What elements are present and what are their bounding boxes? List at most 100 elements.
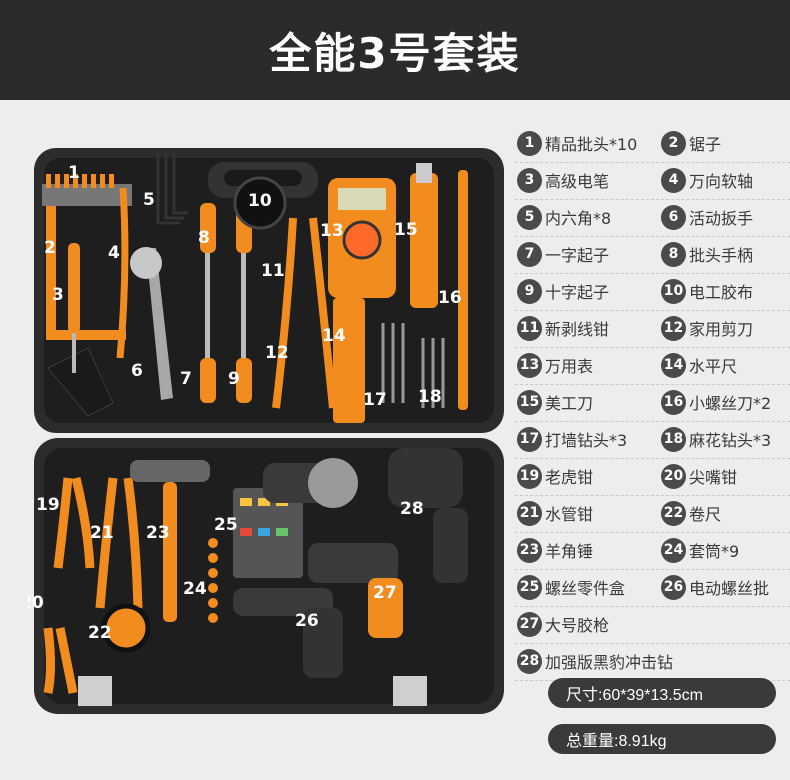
item-label: 精品批头*10 [545,135,638,154]
level-icon [333,298,365,423]
number-badge: 3 [517,167,542,193]
item-label: 万向软轴 [689,172,754,191]
number-badge: 16 [661,389,686,415]
number-badge: 9 [517,278,542,304]
item-label: 打墙钻头*3 [545,431,628,450]
sockets-icon [208,538,218,623]
item-label: 美工刀 [545,394,594,413]
number-badge: 8 [661,241,686,267]
callout-14: 14 [322,326,346,346]
item-label: 加强版黑豹冲击钻 [545,653,674,672]
item-label: 批头手柄 [689,246,754,265]
latch-left [78,676,112,706]
number-badge: 25 [517,574,542,600]
callout-28: 28 [400,499,424,519]
size-spec-pill: 尺寸:60*39*13.5cm [548,678,776,708]
number-badge: 4 [661,167,686,193]
callout-19: 19 [36,495,60,515]
drill-bits-icon [381,323,445,408]
callout-3: 3 [52,285,64,305]
number-badge: 13 [517,352,542,378]
number-badge: 11 [517,315,542,341]
callout-17: 17 [363,390,387,410]
callout-12: 12 [265,343,289,363]
item-label: 小螺丝刀*2 [689,394,772,413]
item-label: 羊角锤 [545,542,594,561]
wrench-icon [146,248,173,400]
callout-18: 18 [418,387,442,407]
number-badge: 22 [661,500,686,526]
item-label: 电动螺丝批 [689,579,770,598]
needle-nose-pliers-icon [43,627,55,694]
multimeter-icon [328,178,396,298]
number-badge: 1 [517,130,542,156]
item-label: 卷尺 [689,505,722,524]
weight-spec-pill: 总重量:8.91kg [548,724,776,754]
callout-11: 11 [261,261,285,281]
item-label: 新剥线钳 [545,320,610,339]
number-badge: 7 [517,241,542,267]
item-label: 高级电笔 [545,172,610,191]
number-badge: 21 [517,500,542,526]
callout-10: 10 [248,191,272,211]
callout-1: 1 [68,163,80,183]
number-badge: 23 [517,537,542,563]
combination-pliers-icon [53,477,73,569]
callout-27: 27 [373,583,397,603]
item-label: 尖嘴钳 [689,468,738,487]
item-label: 大号胶枪 [545,616,610,635]
callout-22: 22 [88,623,112,643]
number-badge: 28 [517,648,542,674]
bits-tray-icon [42,184,132,206]
callout-4: 4 [108,243,120,263]
voltage-pen-icon [68,243,80,333]
number-badge: 20 [661,463,686,489]
electrical-tape-icon [233,176,287,230]
header-banner: 全能3号套装 [0,0,790,100]
number-badge: 24 [661,537,686,563]
number-badge: 26 [661,574,686,600]
callout-2: 2 [44,238,56,258]
callout-26: 26 [295,611,319,631]
hex-keys-icon [156,153,188,225]
utility-knife-icon [410,163,438,308]
number-badge: 12 [661,315,686,341]
tape-measure-icon [101,603,151,653]
callout-13: 13 [320,221,344,241]
pipe-pliers-icon [95,477,118,609]
item-label: 活动扳手 [689,209,754,228]
number-badge: 2 [661,130,686,156]
number-badge: 17 [517,426,542,452]
callout-25: 25 [214,515,238,535]
callout-8: 8 [198,228,210,248]
callout-6: 6 [131,361,143,381]
tool-case-image: 1 2 3 4 5 6 7 8 9 10 11 12 13 14 15 16 1… [28,148,504,714]
callout-23: 23 [146,523,170,543]
